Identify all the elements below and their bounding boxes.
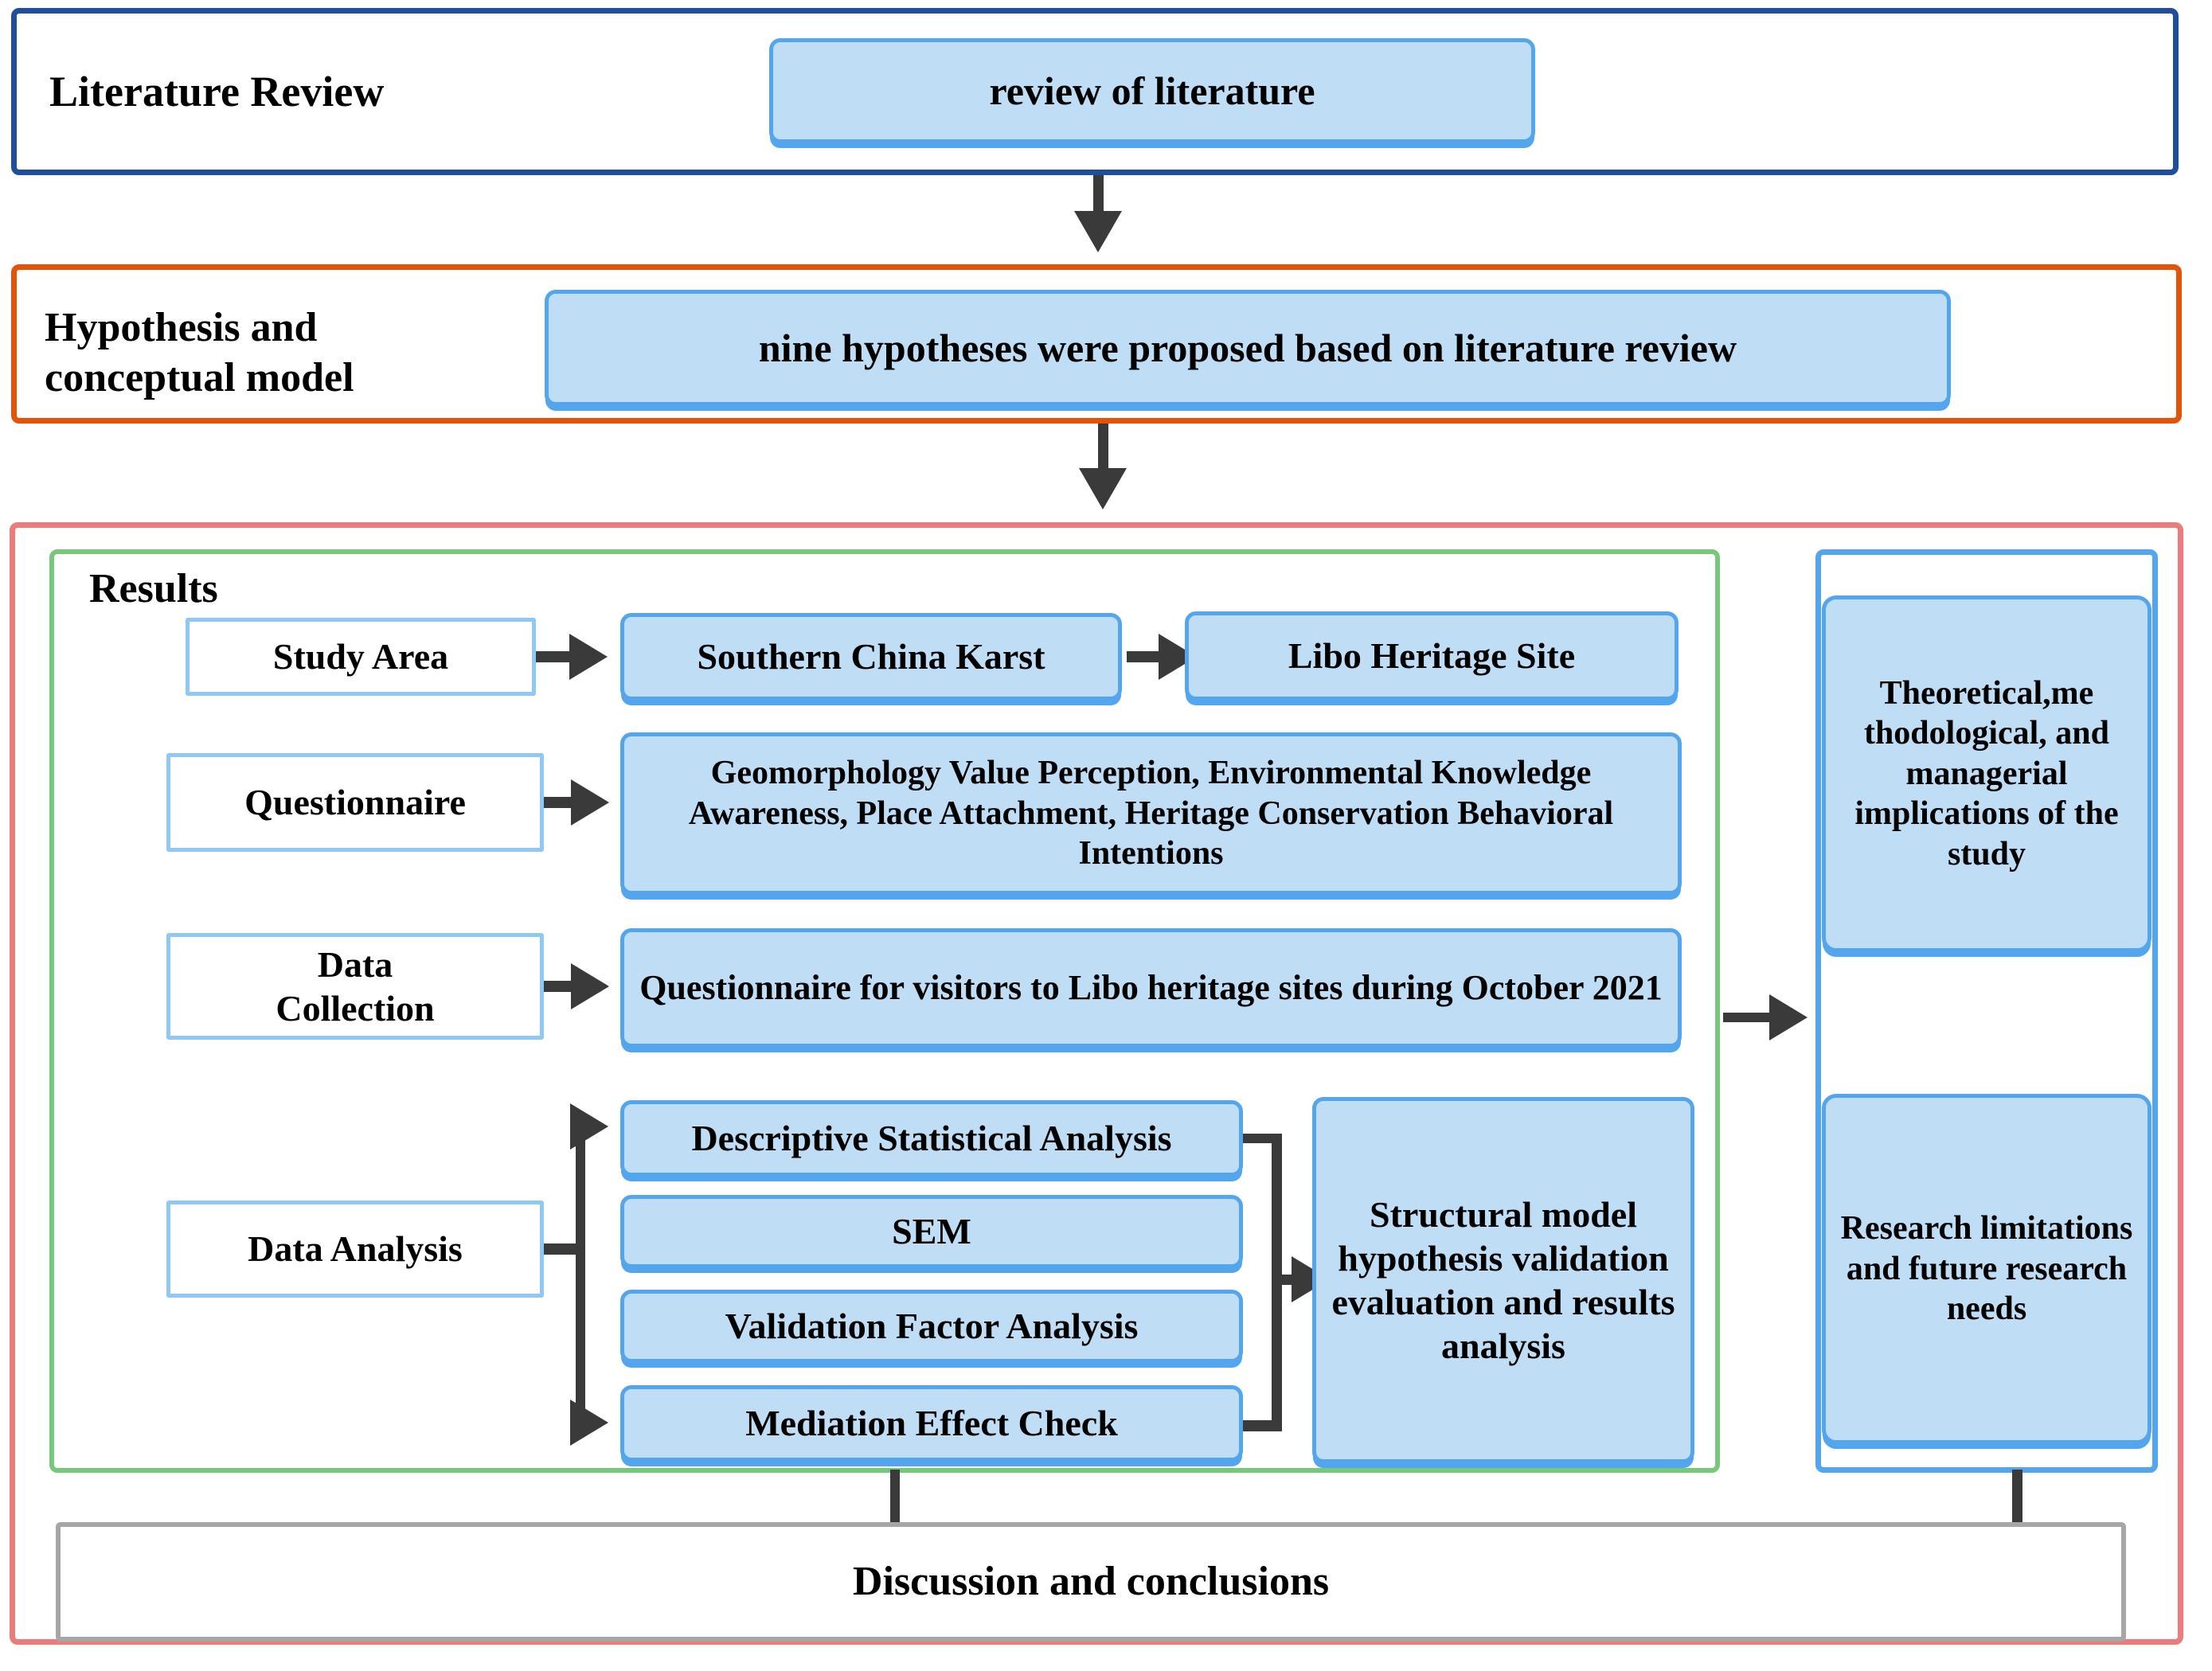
arrow-questionnaire-head	[571, 779, 609, 826]
connector-questionnaire-line	[544, 797, 577, 808]
node-research-limitations[interactable]: Research limitations and future research…	[1822, 1094, 2151, 1444]
connector-data-collection-line	[544, 981, 577, 992]
node-theoretical-implications[interactable]: Theoretical,me thodological, and manager…	[1822, 595, 2151, 952]
label-data-collection[interactable]: Data Collection	[166, 933, 544, 1040]
node-review-of-literature[interactable]: review of literature	[769, 38, 1535, 143]
arrow-hypothesis-to-results-head	[1079, 468, 1127, 509]
connector-data-analysis-stem	[544, 1243, 585, 1255]
results-label: Results	[89, 566, 218, 611]
arrow-data-analysis-bottom-head	[570, 1400, 608, 1446]
arrow-study-area-head	[569, 634, 608, 680]
node-questionnaire-constructs[interactable]: Geomorphology Value Perception, Environm…	[620, 732, 1682, 895]
connector-literature-to-hypothesis	[1093, 175, 1104, 221]
node-sem[interactable]: SEM	[620, 1195, 1243, 1268]
label-data-collection-line2: Collection	[276, 988, 435, 1029]
connector-study-area-line	[536, 651, 576, 662]
connector-hypothesis-to-results	[1098, 424, 1108, 473]
hypothesis-label-line1: Hypothesis and	[45, 305, 318, 350]
label-data-analysis[interactable]: Data Analysis	[166, 1201, 544, 1298]
arrow-data-collection-head	[571, 963, 609, 1009]
connector-karst-to-libo-line	[1127, 651, 1165, 662]
label-data-collection-line1: Data	[317, 943, 393, 985]
node-mediation-effect-check[interactable]: Mediation Effect Check	[620, 1385, 1243, 1462]
node-descriptive-statistical-analysis[interactable]: Descriptive Statistical Analysis	[620, 1100, 1243, 1177]
node-libo-heritage-site[interactable]: Libo Heritage Site	[1185, 611, 1679, 701]
arrow-results-to-implications-head	[1769, 994, 1808, 1040]
arrow-literature-to-hypothesis-head	[1074, 211, 1122, 252]
literature-review-label: Literature Review	[49, 68, 385, 115]
label-questionnaire[interactable]: Questionnaire	[166, 753, 544, 852]
label-study-area[interactable]: Study Area	[186, 618, 536, 696]
hypothesis-label-line2: conceptual model	[45, 355, 354, 401]
connector-data-analysis-vertical	[576, 1123, 585, 1421]
section-literature-review	[11, 8, 2179, 175]
node-discussion-and-conclusions[interactable]: Discussion and conclusions	[56, 1522, 2126, 1642]
node-validation-factor-analysis[interactable]: Validation Factor Analysis	[620, 1290, 1243, 1363]
node-data-collection-detail[interactable]: Questionnaire for visitors to Libo herit…	[620, 928, 1682, 1048]
node-southern-china-karst[interactable]: Southern China Karst	[620, 613, 1122, 701]
hypothesis-label: Hypothesis and conceptual model	[45, 303, 554, 404]
node-structural-model-aggregate[interactable]: Structural model hypothesis validation e…	[1312, 1097, 1694, 1463]
arrow-data-analysis-top-head	[570, 1103, 608, 1150]
connector-results-to-implications	[1723, 1013, 1777, 1022]
node-nine-hypotheses[interactable]: nine hypotheses were proposed based on l…	[545, 290, 1951, 406]
